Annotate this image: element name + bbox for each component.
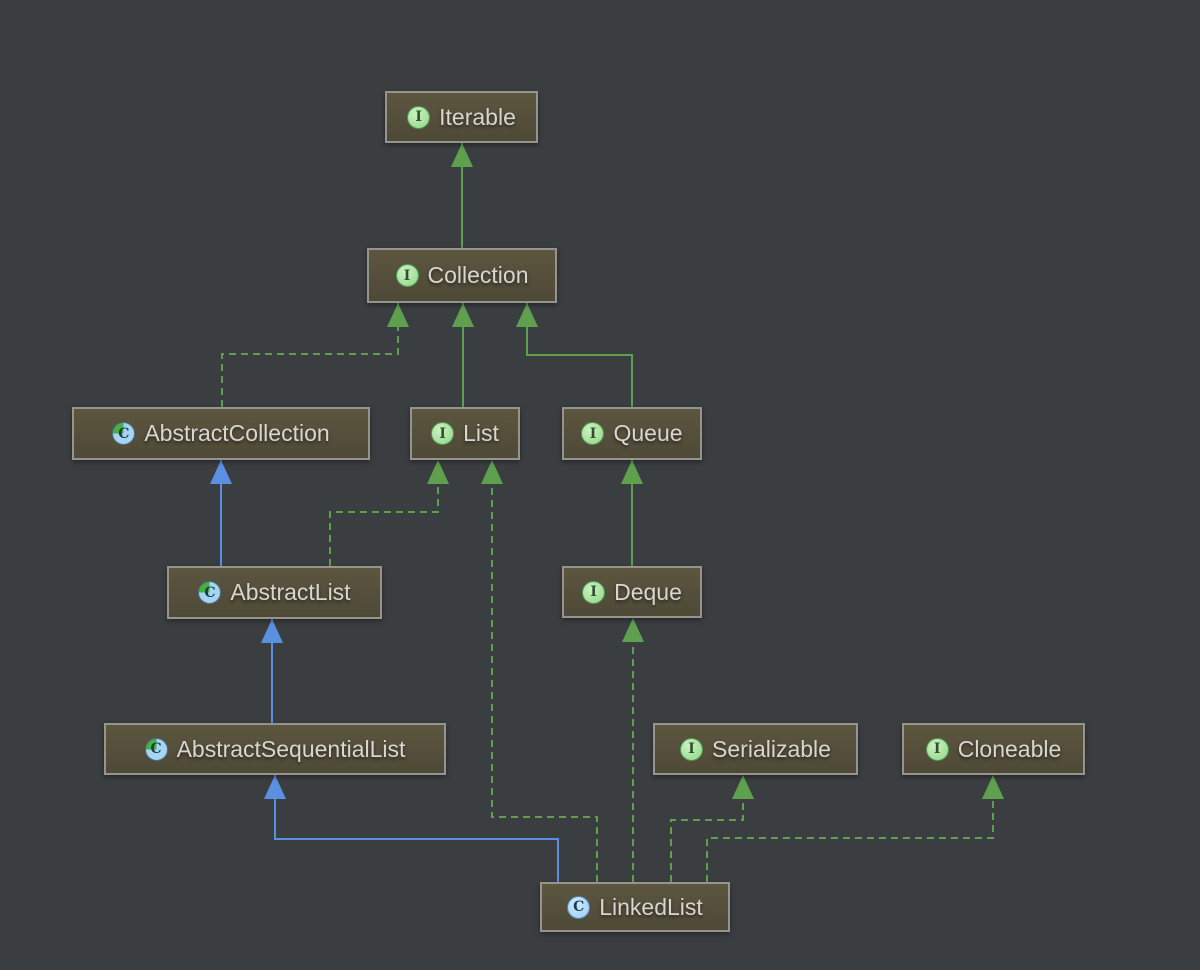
node-label: Cloneable [957, 735, 1062, 762]
arrowhead-icon [621, 460, 643, 484]
node-linkedlist[interactable]: C LinkedList [540, 882, 730, 932]
abstract-class-icon: C [112, 422, 136, 445]
node-label: Deque [614, 578, 682, 605]
edge-linkedlist-to-cloneable[interactable] [706, 775, 1004, 882]
edge-linkedlist-to-serializable[interactable] [670, 775, 754, 882]
node-label: List [463, 420, 499, 446]
node-label: AbstractCollection [144, 420, 330, 446]
interface-icon: I [925, 737, 949, 761]
node-list[interactable]: I List [410, 407, 520, 460]
arrowhead-icon [427, 460, 449, 484]
arrowhead-icon [516, 303, 538, 327]
node-serializable[interactable]: I Serializable [653, 723, 858, 775]
interface-icon: I [581, 422, 605, 445]
arrowhead-icon [982, 775, 1004, 799]
arrowhead-icon [481, 460, 503, 484]
edge-collection-to-iterable[interactable] [451, 143, 473, 248]
edge-linkedlist-to-deque[interactable] [622, 618, 644, 882]
arrowhead-icon [451, 143, 473, 167]
node-label: Iterable [439, 103, 516, 130]
node-cloneable[interactable]: I Cloneable [902, 723, 1085, 775]
node-label: AbstractSequentialList [176, 735, 406, 762]
node-deque[interactable]: I Deque [562, 566, 702, 618]
arrowhead-icon [732, 775, 754, 799]
interface-icon: I [680, 737, 704, 761]
node-queue[interactable]: I Queue [562, 407, 702, 460]
interface-icon: I [395, 264, 419, 287]
node-iterable[interactable]: I Iterable [385, 91, 538, 143]
arrowhead-icon [261, 619, 283, 643]
edge-list-to-collection[interactable] [452, 303, 474, 407]
node-collection[interactable]: I Collection [367, 248, 557, 303]
edge-queue-to-collection[interactable] [516, 303, 633, 407]
node-abstractcollection[interactable]: C AbstractCollection [72, 407, 370, 460]
extends-line [526, 303, 633, 407]
node-abstractlist[interactable]: C AbstractList [167, 566, 382, 619]
implements-line [706, 775, 994, 882]
interface-icon: I [431, 422, 455, 445]
edge-linkedlist-to-list[interactable] [481, 460, 598, 882]
interface-icon: I [582, 580, 606, 604]
node-label: Collection [427, 262, 529, 288]
arrowhead-icon [387, 303, 409, 327]
edge-abstractlist-to-list[interactable] [329, 460, 449, 566]
interface-icon: I [407, 105, 431, 129]
arrowhead-icon [264, 775, 286, 799]
node-label: Queue [613, 420, 683, 446]
edge-abstractlist-to-abstractcollection[interactable] [210, 460, 232, 566]
implements-line [491, 460, 598, 882]
implements-line [221, 303, 399, 407]
edge-linkedlist-to-abstractsequentiallist[interactable] [264, 775, 559, 882]
node-abstractsequentiallist[interactable]: C AbstractSequentialList [104, 723, 446, 775]
abstract-class-icon: C [198, 581, 222, 604]
arrowhead-icon [452, 303, 474, 327]
arrowhead-icon [210, 460, 232, 484]
arrowhead-icon [622, 618, 644, 642]
edge-deque-to-queue[interactable] [621, 460, 643, 566]
extends-line [274, 775, 559, 882]
node-label: LinkedList [599, 893, 703, 920]
node-label: AbstractList [230, 579, 351, 605]
node-label: Serializable [712, 735, 831, 762]
class-icon: C [567, 895, 591, 919]
implements-line [329, 460, 439, 566]
edge-abstractcollection-to-collection[interactable] [221, 303, 409, 407]
edge-abstractsequentiallist-to-abstractlist[interactable] [261, 619, 283, 723]
abstract-class-icon: C [144, 737, 168, 761]
